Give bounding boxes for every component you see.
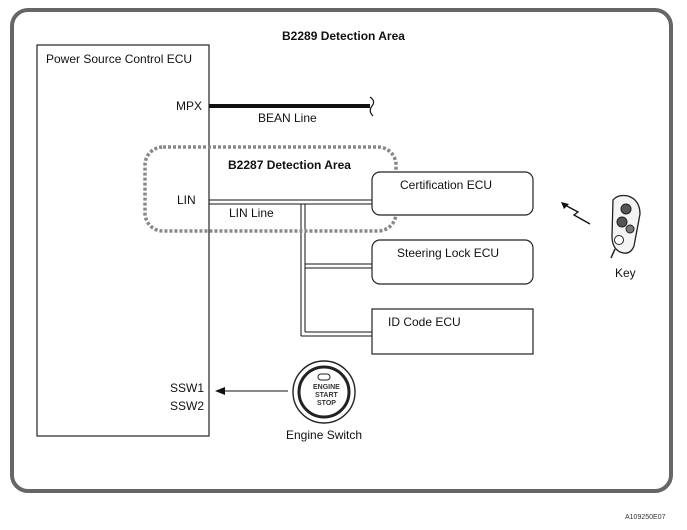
power-ecu-title: Power Source Control ECU bbox=[46, 52, 193, 66]
power-source-ecu-box bbox=[36, 44, 210, 437]
engine-button-line-2: START bbox=[315, 392, 338, 399]
engine-switch-icon bbox=[292, 360, 356, 424]
engine-switch-label: Engine Switch bbox=[286, 428, 363, 442]
bean-line-label: BEAN Line bbox=[258, 111, 317, 125]
lin-line bbox=[209, 199, 372, 337]
certification-ecu-box bbox=[371, 171, 534, 216]
mpx-label: MPX bbox=[176, 99, 203, 113]
lin-line-label: LIN Line bbox=[229, 206, 274, 220]
bean-line-break bbox=[369, 96, 375, 117]
lin-label: LIN bbox=[177, 193, 196, 207]
ssw1-label: SSW1 bbox=[170, 381, 205, 395]
inner-area-title: B2287 Detection Area bbox=[228, 158, 351, 172]
outer-detection-area bbox=[10, 8, 673, 493]
engine-button-line-3: STOP bbox=[317, 400, 336, 407]
steering-lock-ecu-box bbox=[371, 239, 534, 285]
wireless-signal-icon bbox=[564, 204, 591, 225]
engine-button-line-1: ENGINE bbox=[313, 384, 340, 391]
ssw2-label: SSW2 bbox=[170, 399, 205, 413]
certification-ecu-label: Certification ECU bbox=[400, 178, 493, 192]
id-code-ecu-label: ID Code ECU bbox=[388, 315, 461, 329]
outer-area-title: B2289 Detection Area bbox=[282, 29, 405, 43]
key-fob-icon bbox=[610, 194, 641, 259]
figure-code: A109250E07 bbox=[625, 514, 666, 521]
steering-lock-ecu-label: Steering Lock ECU bbox=[397, 246, 500, 260]
key-label: Key bbox=[615, 266, 636, 280]
id-code-ecu-box bbox=[371, 308, 534, 355]
